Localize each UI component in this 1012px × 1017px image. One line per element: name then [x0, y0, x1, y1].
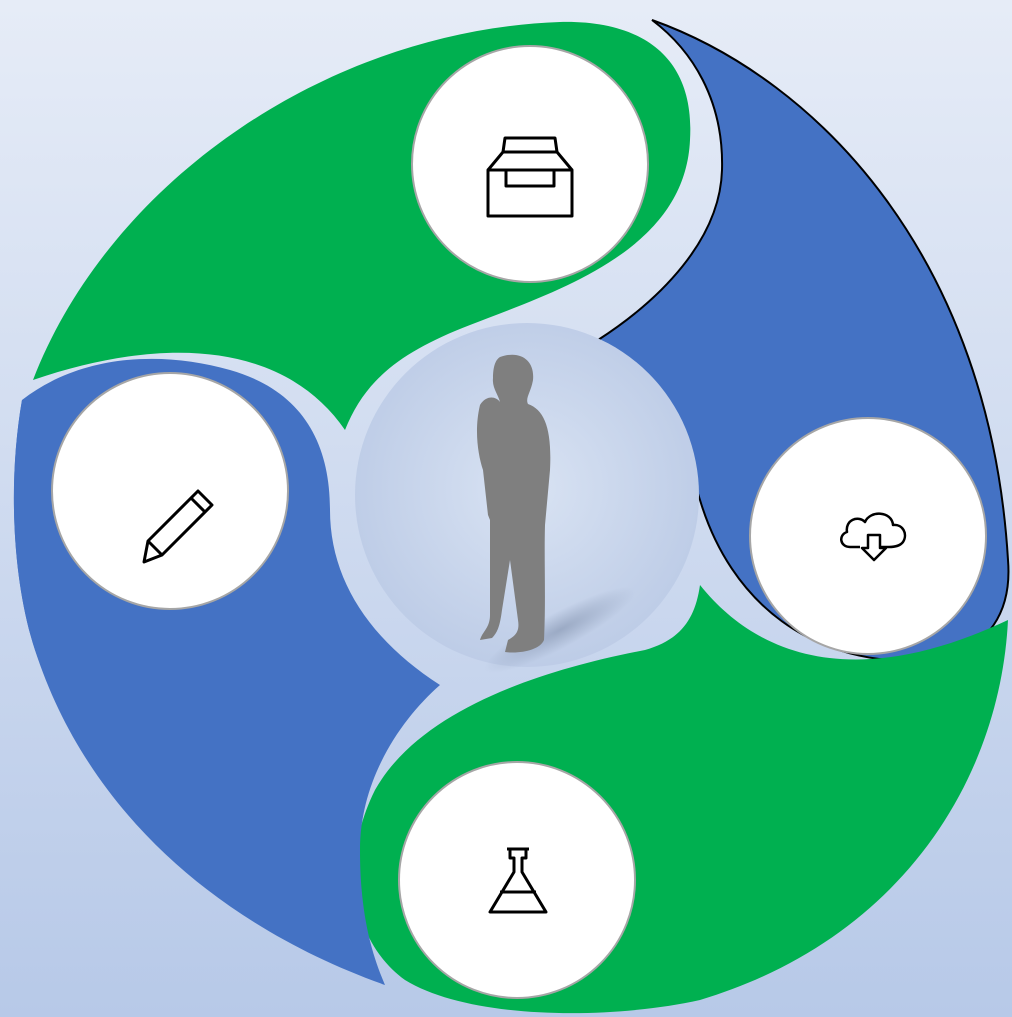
- flask-icon: [488, 847, 548, 914]
- step-circle-bottom: [398, 761, 636, 999]
- thinking-man-silhouette: [476, 354, 636, 673]
- cloud-download-icon: [840, 512, 907, 562]
- inbox-tray-icon: [486, 136, 574, 218]
- step-circle-left: [51, 372, 289, 610]
- pencil-icon: [142, 489, 214, 564]
- step-circle-top: [411, 45, 649, 283]
